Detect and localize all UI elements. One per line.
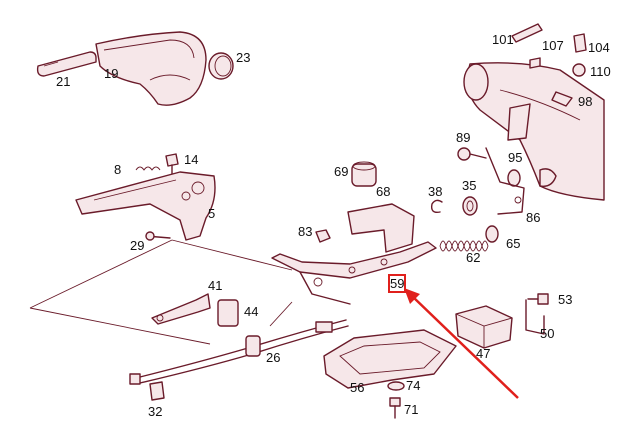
label-53: 53: [558, 292, 572, 307]
label-8: 8: [114, 162, 121, 177]
part-74-washer: [387, 381, 405, 391]
label-5: 5: [208, 206, 215, 221]
label-50: 50: [540, 326, 554, 341]
part-29-pin: [145, 231, 171, 241]
part-32-clip: [149, 381, 165, 401]
part-68-bracket: [347, 203, 415, 253]
part-23-cap: [208, 52, 234, 80]
label-83: 83: [298, 224, 312, 239]
label-29: 29: [130, 238, 144, 253]
label-98: 98: [578, 94, 592, 109]
label-110: 110: [590, 64, 611, 79]
red-pointer-arrow: [404, 288, 519, 399]
label-107: 107: [542, 38, 564, 53]
label-59: 59: [390, 276, 404, 291]
part-47-module: [455, 305, 513, 349]
part-65-cap: [485, 225, 499, 243]
label-65: 65: [506, 236, 520, 251]
part-71-bolt: [389, 397, 401, 419]
part-26-cable: [129, 319, 349, 385]
part-95-nut: [507, 169, 521, 187]
label-89: 89: [456, 130, 470, 145]
label-44: 44: [244, 304, 258, 319]
label-41: 41: [208, 278, 222, 293]
part-89-bolt: [457, 147, 487, 161]
part-62-spring: [439, 240, 489, 252]
label-35: 35: [462, 178, 476, 193]
label-56: 56: [350, 380, 364, 395]
part-69-bushing: [351, 161, 377, 187]
part-5-lever-mechanism: [75, 171, 216, 241]
part-38-clip: [430, 199, 443, 214]
part-19-lever-cover: [95, 31, 207, 106]
label-104: 104: [588, 40, 610, 55]
part-8-spring: [135, 166, 161, 171]
label-47: 47: [476, 346, 490, 361]
label-19: 19: [104, 66, 118, 81]
part-50-bracket: [525, 299, 545, 335]
label-26: 26: [266, 350, 280, 365]
label-23: 23: [236, 50, 250, 65]
label-38: 38: [428, 184, 442, 199]
part-41-bracket: [151, 293, 211, 325]
label-86: 86: [526, 210, 540, 225]
label-62: 62: [466, 250, 480, 265]
label-14: 14: [184, 152, 198, 167]
part-53-bolt: [527, 293, 549, 305]
label-74: 74: [406, 378, 420, 393]
part-83-nut: [315, 229, 331, 243]
part-59-lever-plate: [271, 241, 437, 305]
label-21: 21: [56, 74, 70, 89]
highlight-box-59: 59: [388, 274, 406, 293]
label-95: 95: [508, 150, 522, 165]
label-71: 71: [404, 402, 418, 417]
label-68: 68: [376, 184, 390, 199]
part-21-handle-grip: [36, 51, 97, 77]
leader-lines: [29, 239, 293, 345]
part-86-bracket: [485, 147, 525, 215]
part-44-clamp: [217, 299, 239, 327]
part-35-washer: [462, 196, 478, 216]
label-69: 69: [334, 164, 348, 179]
part-56-guide-plate: [323, 329, 457, 389]
label-32: 32: [148, 404, 162, 419]
label-101: 101: [492, 32, 514, 47]
steering-column-assembly: [463, 23, 605, 201]
